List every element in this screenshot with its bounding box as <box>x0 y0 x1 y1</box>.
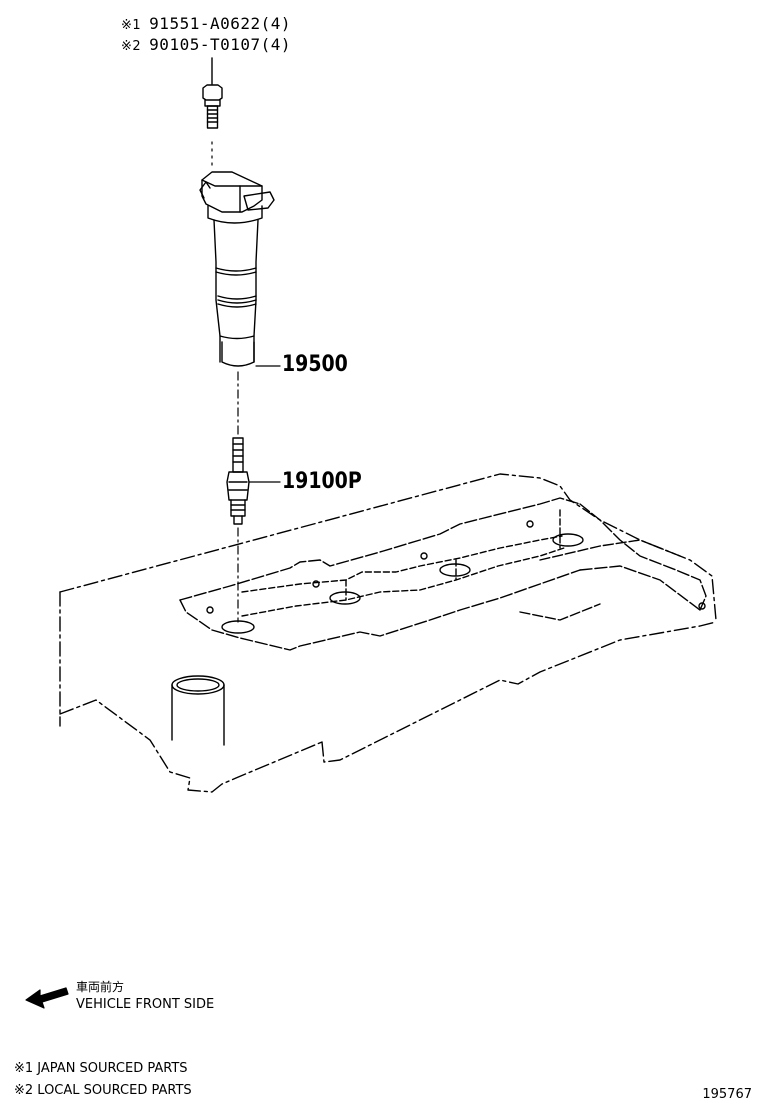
footnote-local: ※2 LOCAL SOURCED PARTS <box>14 1083 192 1098</box>
front-arrow-icon <box>25 987 69 1009</box>
callout-part-number: 91551-A0622(4) <box>149 14 292 33</box>
spark-plug-drawing <box>226 437 281 525</box>
callout-part-number: 90105-T0107(4) <box>149 35 292 54</box>
callout-row-1: ※1 91551-A0622(4) <box>121 14 291 33</box>
footnote-japan: ※1 JAPAN SOURCED PARTS <box>14 1061 188 1076</box>
front-direction-label: VEHICLE FRONT SIDE <box>76 997 215 1012</box>
callout-row-2: ※2 90105-T0107(4) <box>121 35 291 54</box>
cylinder-head-cover-drawing <box>59 473 717 793</box>
callout-mark: ※1 <box>121 18 142 33</box>
front-direction-japanese: 車両前方 <box>76 980 125 994</box>
diagram-id: 195767 <box>702 1087 752 1102</box>
ignition-coil-drawing <box>199 171 281 367</box>
part-label-ignition-coil: 19500 <box>282 352 348 377</box>
bolt-drawing <box>202 57 223 129</box>
part-label-spark-plug: 19100P <box>282 469 362 494</box>
callout-mark: ※2 <box>121 39 142 54</box>
